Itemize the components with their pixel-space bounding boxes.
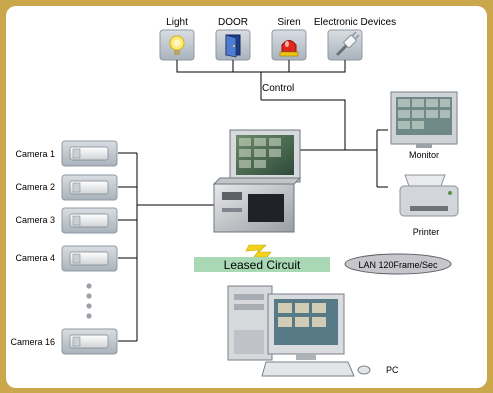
monitor-label: Monitor xyxy=(409,150,439,160)
diagram-panel: Light DOOR Siren Electronic Devices xyxy=(6,6,487,388)
light-device xyxy=(159,29,195,61)
door-icon xyxy=(225,34,241,58)
printer-device xyxy=(399,174,459,217)
siren-device xyxy=(271,29,307,61)
camera-16: Camera 16 xyxy=(10,328,118,355)
lan-label: LAN 120Frame/Sec xyxy=(358,260,438,270)
connector-lines xyxy=(118,60,388,342)
camera-1-label: Camera 1 xyxy=(15,149,55,159)
camera-1: Camera 1 xyxy=(15,140,118,167)
camera-3-label: Camera 3 xyxy=(15,215,55,225)
camera-icon xyxy=(69,251,109,266)
door-device xyxy=(215,29,251,61)
siren-icon xyxy=(279,40,299,57)
camera-4-label: Camera 4 xyxy=(15,253,55,263)
pc-monitor xyxy=(267,293,345,360)
camera-16-label: Camera 16 xyxy=(10,337,55,347)
dvr-monitor xyxy=(229,129,301,183)
leased-circuit-label: Leased Circuit xyxy=(224,258,301,272)
camera-4: Camera 4 xyxy=(15,245,118,272)
leased-circuit-bar xyxy=(194,257,330,272)
electronic-devices-label: Electronic Devices xyxy=(314,17,396,28)
camera-2: Camera 2 xyxy=(15,174,118,201)
light-label: Light xyxy=(166,17,188,28)
camera-icon xyxy=(69,146,109,161)
lan-oval xyxy=(344,253,452,275)
camera-icon xyxy=(69,334,109,349)
pc-keyboard xyxy=(261,361,355,377)
pc-mouse xyxy=(357,365,371,375)
diagram-canvas: Light DOOR Siren Electronic Devices xyxy=(10,17,459,377)
monitor-device xyxy=(390,91,458,148)
pc-tower xyxy=(227,285,273,361)
dvr-unit xyxy=(212,177,302,233)
light-bulb-icon xyxy=(169,35,185,55)
control-label: Control xyxy=(262,83,294,94)
siren-label: Siren xyxy=(277,17,300,28)
printer-label: Printer xyxy=(413,227,440,237)
power-plug-icon xyxy=(336,31,360,56)
camera-2-label: Camera 2 xyxy=(15,182,55,192)
pc-label: PC xyxy=(386,365,399,375)
door-label: DOOR xyxy=(218,17,248,28)
camera-icon xyxy=(69,180,109,195)
electronic-device xyxy=(327,29,363,61)
ellipsis-dots xyxy=(86,283,92,319)
camera-icon xyxy=(69,213,109,228)
camera-3: Camera 3 xyxy=(15,207,118,234)
